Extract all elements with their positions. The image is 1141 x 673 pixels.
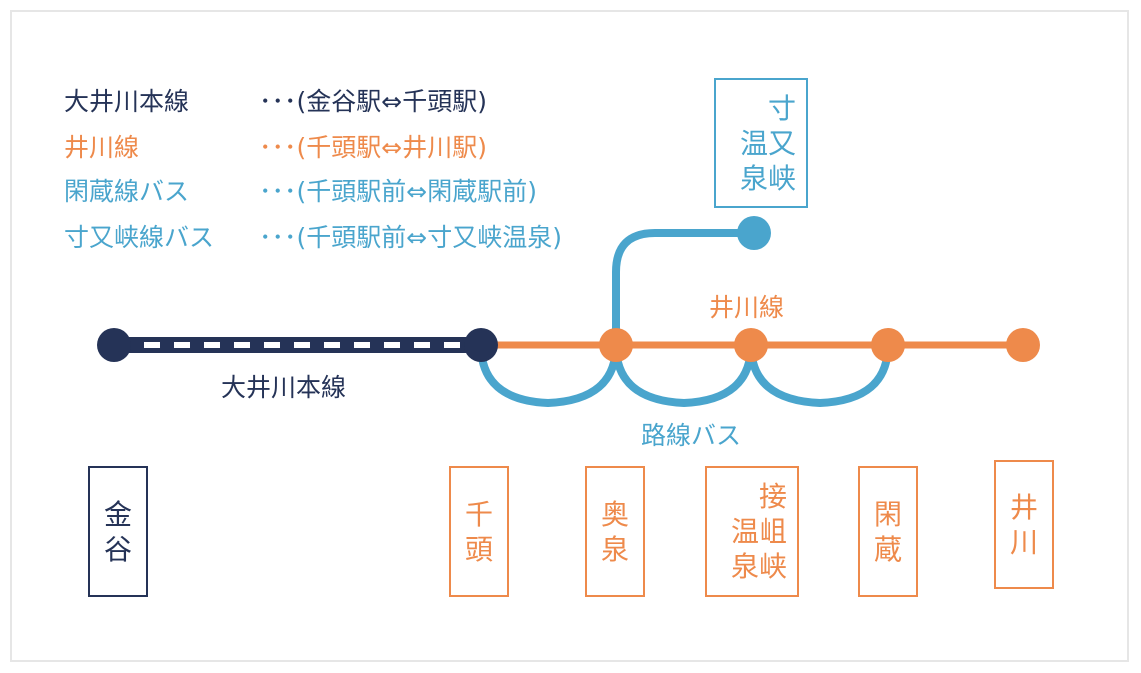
station-node-sumatakyo <box>737 216 771 250</box>
route-bus-loop <box>612 341 755 408</box>
station-node-kanaya <box>97 328 131 362</box>
station-name-line: 頭 <box>464 532 493 566</box>
station-name-line: 蔵 <box>873 532 902 566</box>
station-name-line: 井 <box>1009 490 1038 524</box>
station-name-line: 寸 <box>767 91 796 125</box>
legend-route: ･･･(千頭駅前⇔閑蔵駅前) <box>259 177 537 206</box>
legend-route: ･･･(千頭駅前⇔寸又峡温泉) <box>259 223 562 252</box>
station-name-line: 谷 <box>103 532 132 566</box>
legend-name: 大井川本線 <box>64 87 190 116</box>
station-node-kanzo <box>871 328 905 362</box>
station-node-ikawa <box>1006 328 1040 362</box>
route-bus-loop <box>747 341 892 408</box>
route-bus-loop <box>477 341 620 408</box>
station-node-sessokyo <box>734 328 768 362</box>
station-node-okuizumi <box>599 328 633 362</box>
station-name-line: 閑 <box>873 497 902 531</box>
station-name-line: 泉峡 <box>730 550 787 583</box>
station-name-line: 接 <box>758 480 787 513</box>
station-name-line: 温岨 <box>730 515 787 548</box>
station-name-line: 川 <box>1009 525 1038 559</box>
legend-name: 井川線 <box>64 133 140 162</box>
station-name-line: 千 <box>464 497 493 531</box>
diagram-frame <box>10 10 1129 662</box>
station-name-line: 泉 <box>600 532 629 566</box>
line-label-route-bus: 路線バス <box>641 421 742 450</box>
line-label-oigawa-main: 大井川本線 <box>221 373 347 402</box>
station-name-line: 金 <box>103 497 132 531</box>
sumatakyo-bus-route <box>612 229 758 349</box>
station-box-sumatakyo: 寸 温又 泉峡 <box>714 78 808 208</box>
legend-route: ･･･(千頭駅⇔井川駅) <box>259 133 487 162</box>
legend-name: 閑蔵線バス <box>64 177 190 206</box>
station-box-okuizumi: 奥 泉 <box>585 466 645 597</box>
station-node-senzu <box>464 328 498 362</box>
station-box-ikawa: 井 川 <box>994 460 1054 589</box>
line-label-ikawa-line: 井川線 <box>709 293 785 322</box>
station-box-senzu: 千 頭 <box>449 466 509 597</box>
station-box-kanaya: 金 谷 <box>88 466 148 597</box>
station-name-line: 奥 <box>600 497 629 531</box>
legend-name: 寸又峡線バス <box>64 223 215 252</box>
station-name-line: 温又 <box>739 126 796 160</box>
station-name-line: 泉峡 <box>739 161 796 195</box>
station-box-kanzo: 閑 蔵 <box>858 466 918 597</box>
legend-route: ･･･(金谷駅⇔千頭駅) <box>259 87 487 116</box>
station-box-sessokyo: 接 温岨 泉峡 <box>705 466 799 597</box>
